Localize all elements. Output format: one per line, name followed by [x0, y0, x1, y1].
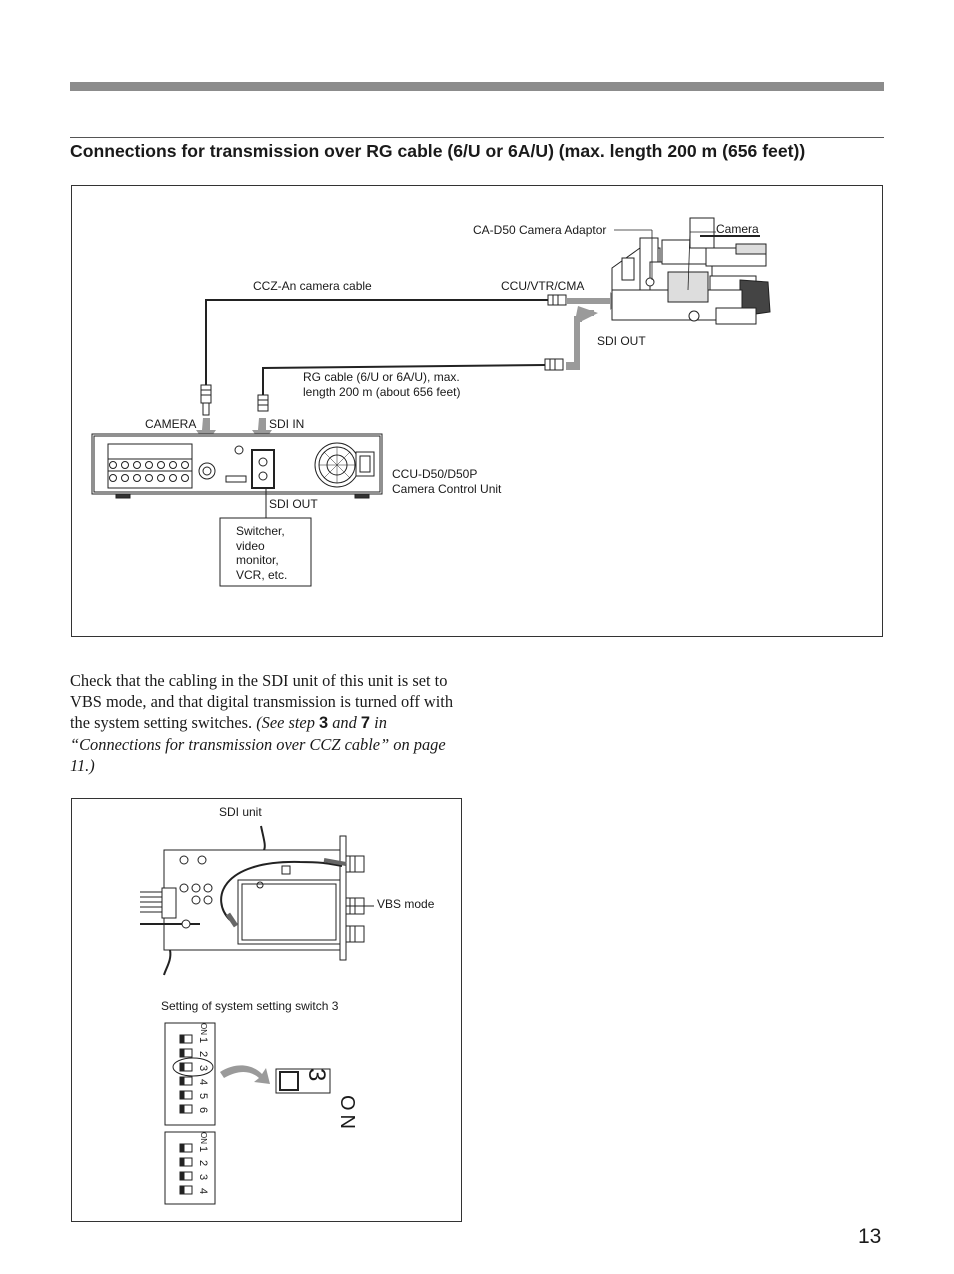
- vbs-mode-label: VBS mode: [377, 897, 435, 911]
- para-step-7: 7: [360, 714, 371, 732]
- para-italic-1: (See step: [256, 713, 320, 732]
- page-number: 13: [858, 1225, 882, 1248]
- para-text: Check that the cabling in the SDI unit o…: [70, 671, 454, 732]
- sdi-out-camera-label: SDI OUT: [597, 334, 646, 348]
- camera-label: Camera: [716, 222, 759, 236]
- rg-cable-line1: RG cable (6/U or 6A/U), max.: [303, 370, 460, 384]
- big-switch-number: 3: [303, 1068, 330, 1082]
- dip2-num-4: 4: [197, 1188, 209, 1195]
- ccu-vtr-cma-label: CCU/VTR/CMA: [501, 279, 585, 293]
- ccz-cable-label: CCZ-An camera cable: [253, 279, 372, 293]
- big-on-label: ON: [336, 1095, 358, 1133]
- dip-bank-2-numbers: ON 1 2 3 4: [195, 1132, 211, 1203]
- ca-d50-adaptor-label: CA-D50 Camera Adaptor: [473, 223, 607, 237]
- title-rule: [70, 137, 884, 138]
- sdi-unit-diagram-frame: [71, 798, 462, 1222]
- sdi-in-label: SDI IN: [269, 417, 305, 431]
- dip1-num-6: 6: [197, 1107, 209, 1114]
- ccu-line1: CCU-D50/D50P: [392, 467, 478, 481]
- rg-cable-line2: length 200 m (about 656 feet): [303, 384, 461, 399]
- camera-port-label: CAMERA: [145, 417, 197, 431]
- para-italic-3: in “Connections for transmission over CC…: [70, 713, 446, 775]
- rg-cable-label: RG cable (6/U or 6A/U), max. length 200 …: [303, 370, 460, 399]
- switcher-label: Switcher, video monitor, VCR, etc.: [236, 524, 287, 582]
- para-italic-2: and: [328, 713, 361, 732]
- sdi-unit-label: SDI unit: [219, 805, 262, 819]
- connection-diagram-frame: [71, 185, 883, 637]
- section-title: Connections for transmission over RG cab…: [70, 141, 806, 161]
- header-bar: [70, 82, 884, 91]
- switcher-line-2: video: [236, 538, 265, 553]
- switcher-line-3: monitor,: [236, 553, 279, 567]
- switch-setting-label: Setting of system setting switch 3: [161, 999, 339, 1013]
- ccu-unit-label: CCU-D50/D50P Camera Control Unit: [392, 467, 501, 496]
- dip-bank-1-numbers: ON 1 2 3 4 5 6: [195, 1023, 211, 1122]
- instruction-paragraph: Check that the cabling in the SDI unit o…: [70, 670, 470, 776]
- sdi-out-ccu-label: SDI OUT: [269, 497, 318, 511]
- ccu-line2: Camera Control Unit: [392, 481, 502, 496]
- switcher-line-1: Switcher,: [236, 524, 285, 538]
- para-step-3: 3: [319, 714, 329, 732]
- switcher-line-4: VCR, etc.: [236, 567, 288, 582]
